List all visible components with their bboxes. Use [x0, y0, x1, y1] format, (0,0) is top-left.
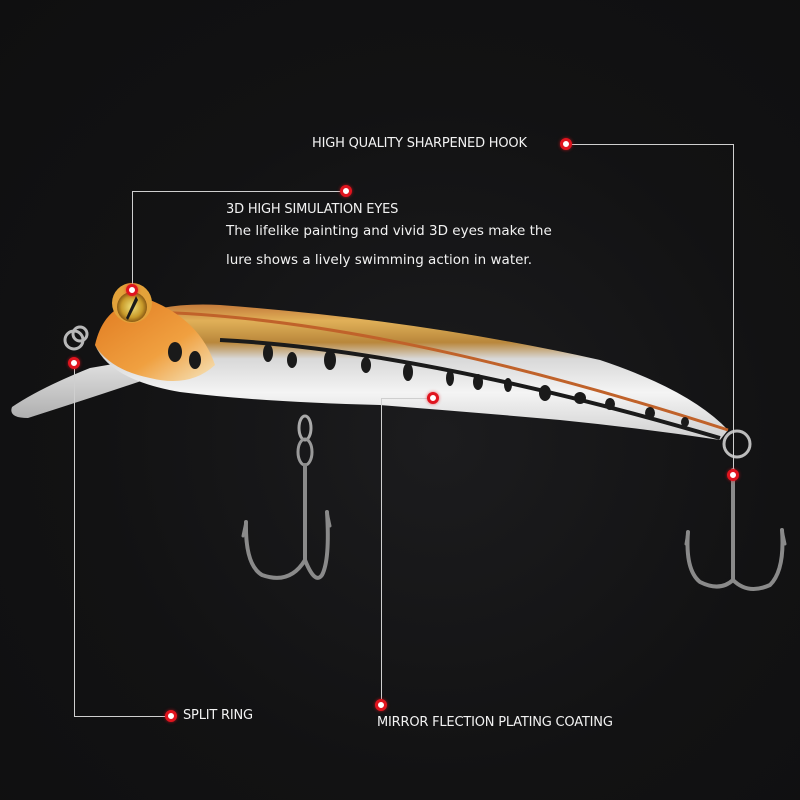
- plating-connector-h: [381, 398, 433, 399]
- split-ring-connector-h: [74, 716, 171, 717]
- line-tie-ring: [63, 325, 89, 351]
- hook-connector-v: [733, 144, 734, 475]
- split-ring-connector-v: [74, 363, 75, 716]
- split-ring-callout-title: SPLIT RING: [183, 708, 253, 723]
- diving-lip: [11, 358, 151, 418]
- eyes-callout-description-line1: The lifelike painting and vivid 3D eyes …: [226, 223, 552, 239]
- split-ring-anchor-dot: [68, 357, 80, 369]
- eyes-callout-description-line2: lure shows a lively swimming action in w…: [226, 252, 533, 268]
- plating-anchor-dot: [427, 392, 439, 404]
- eyes-connector-v: [132, 191, 133, 290]
- belly-treble-hook: [241, 414, 332, 580]
- eyes-anchor-dot: [126, 284, 138, 296]
- eyes-connector-h: [132, 191, 346, 192]
- hook-anchor-dot: [727, 469, 739, 481]
- split-ring-callout-dot: [165, 710, 177, 722]
- plating-callout-title: MIRROR FLECTION PLATING COATING: [377, 715, 613, 730]
- plating-callout-dot: [375, 699, 387, 711]
- lure-eye: [112, 283, 152, 323]
- tail-treble-hook: [684, 429, 787, 591]
- hook-connector-h: [566, 144, 733, 145]
- hook-callout-title: HIGH QUALITY SHARPENED HOOK: [312, 136, 527, 151]
- eyes-callout-title: 3D HIGH SIMULATION EYES: [226, 202, 399, 217]
- eyes-callout-dot: [340, 185, 352, 197]
- hook-callout-dot: [560, 138, 572, 150]
- lure-body: [95, 300, 729, 440]
- plating-connector-v: [381, 398, 382, 705]
